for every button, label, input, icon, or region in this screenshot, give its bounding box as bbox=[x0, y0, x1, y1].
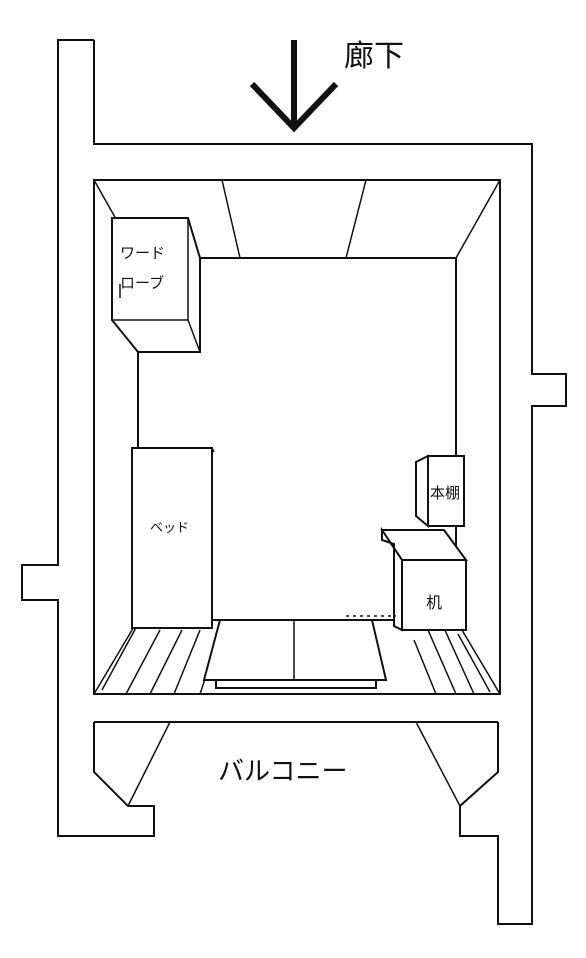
balcony bbox=[127, 721, 461, 807]
wardrobe-label-line2: ローブ bbox=[120, 274, 164, 292]
corridor-label: 廊下 bbox=[344, 39, 404, 74]
balcony-label: バルコニー bbox=[218, 757, 347, 787]
down-arrow-icon bbox=[249, 40, 339, 133]
bookshelf-label: 本棚 bbox=[430, 484, 460, 502]
bookshelf bbox=[415, 454, 465, 529]
bed bbox=[131, 447, 215, 629]
desk bbox=[346, 526, 468, 632]
bed-label: ベッド bbox=[150, 521, 189, 536]
wardrobe-label-line1: ワード bbox=[120, 244, 165, 262]
balcony-door bbox=[202, 619, 388, 689]
desk-label: 机 bbox=[426, 593, 442, 612]
outer-wall bbox=[21, 39, 567, 925]
wardrobe bbox=[111, 217, 201, 353]
